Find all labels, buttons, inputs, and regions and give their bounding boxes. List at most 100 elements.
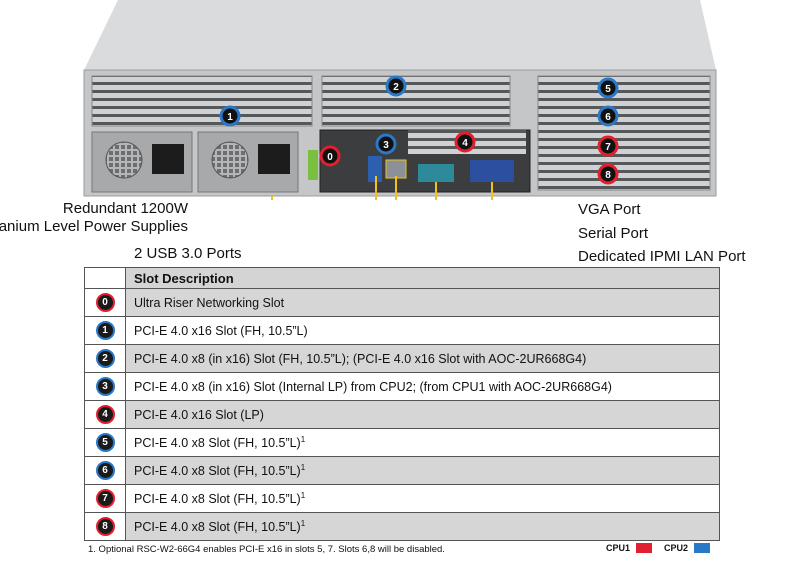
slot-description-text: PCI-E 4.0 x8 (in x16) Slot (Internal LP)… [134,380,612,395]
slot-description-cell: PCI-E 4.0 x8 (in x16) Slot (FH, 10.5”L);… [125,344,720,373]
callout-line-psu [271,196,273,200]
svg-text:3: 3 [383,140,389,151]
svg-text:0: 0 [327,152,333,163]
svg-text:2: 2 [393,82,399,93]
svg-text:4: 4 [462,138,468,149]
footnote-marker: 1 [300,434,306,444]
slot-number-cell: 3 [84,372,126,401]
slot-number-cell: 2 [84,344,126,373]
slot-number-cell: 6 [84,456,126,485]
slot-badge: 1 [95,321,115,340]
chassis-badge-3: 3 [375,133,397,155]
callout-usb: 2 USB 3.0 Ports [134,245,242,262]
serial-port [418,164,454,182]
callout-ipmi: Dedicated IPMI LAN Port [578,248,746,265]
chassis-badge-8: 8 [597,163,619,185]
table-row: 6 PCI-E 4.0 x8 Slot (FH, 10.5”L)1 [84,456,720,485]
slot-description-text: PCI-E 4.0 x8 Slot (FH, 10.5”L) [134,436,301,451]
chassis-badge-4: 4 [454,131,476,153]
table-row: 4 PCI-E 4.0 x16 Slot (LP) [84,400,720,429]
chassis-badge-0: 0 [319,145,341,167]
slot-badge: 2 [95,349,115,368]
table-row: 7 PCI-E 4.0 x8 Slot (FH, 10.5”L)1 [84,484,720,513]
riser-right-grille [537,75,711,191]
callout-psu-line1: Redundant 1200W [62,200,188,217]
slot-badge: 7 [95,489,115,508]
cpu-legend: CPU1 CPU2 [606,543,711,553]
server-chassis-rear-view: 0 1 2 3 4 5 6 7 8 [83,0,717,200]
slot-description-text: Ultra Riser Networking Slot [134,296,285,311]
slot-number-cell: 0 [84,288,126,317]
callout-line-serial [435,182,437,200]
slot-description-cell: PCI-E 4.0 x8 Slot (FH, 10.5”L)1 [125,512,720,541]
chassis-badge-7: 7 [597,135,619,157]
table-row: 1 PCI-E 4.0 x16 Slot (FH, 10.5”L) [84,316,720,345]
table-row: 5 PCI-E 4.0 x8 Slot (FH, 10.5”L)1 [84,428,720,457]
slot-description-table: Slot Description 0 Ultra Riser Networking… [84,267,720,541]
slot-badge: 3 [95,377,115,396]
power-supply-2 [197,131,299,193]
legend-cpu2-label: CPU2 [664,543,689,553]
table-header-slot-description: Slot Description [125,267,720,289]
slot-number-cell: 7 [84,484,126,513]
chassis-lid [84,0,716,70]
svg-text:8: 8 [605,170,611,181]
slot-badge: 8 [95,517,115,536]
usb-ports [368,156,382,182]
footnote-marker: 1 [300,462,306,472]
chassis-badge-5: 5 [597,77,619,99]
svg-text:5: 5 [605,84,611,95]
svg-text:1: 1 [227,112,233,123]
chassis-badge-6: 6 [597,105,619,127]
slot-description-text: PCI-E 4.0 x8 Slot (FH, 10.5”L) [134,520,301,535]
slot-description-text: PCI-E 4.0 x8 Slot (FH, 10.5”L) [134,492,301,507]
slot-number-cell: 5 [84,428,126,457]
slot-badge: 6 [95,461,115,480]
slot-description-text: PCI-E 4.0 x16 Slot (LP) [134,408,264,423]
legend-cpu1-label: CPU1 [606,543,631,553]
chassis-badge-2: 2 [385,75,407,97]
table-header-row: Slot Description [84,267,720,289]
callout-serial: Serial Port [578,225,649,242]
table-row: 3 PCI-E 4.0 x8 (in x16) Slot (Internal LP… [84,372,720,401]
slot-description-cell: PCI-E 4.0 x8 Slot (FH, 10.5”L)1 [125,484,720,513]
table-row: 8 PCI-E 4.0 x8 Slot (FH, 10.5”L)1 [84,512,720,541]
svg-text:7: 7 [605,142,611,153]
callout-line-vga [491,182,493,200]
slot-description-cell: Ultra Riser Networking Slot [125,288,720,317]
power-supply-1 [91,131,193,193]
table-row: 2 PCI-E 4.0 x8 (in x16) Slot (FH, 10.5”L)… [84,344,720,373]
slot-description-cell: PCI-E 4.0 x8 (in x16) Slot (Internal LP)… [125,372,720,401]
slot-description-text: PCI-E 4.0 x8 (in x16) Slot (FH, 10.5”L);… [134,352,587,367]
slot-description-text: PCI-E 4.0 x16 Slot (FH, 10.5”L) [134,324,308,339]
callout-vga: VGA Port [578,201,641,218]
table-header-icon-col [84,267,126,289]
slot-badge: 4 [95,405,115,424]
slot-number-cell: 4 [84,400,126,429]
callout-psu: Redundant 1200W Titanium Level Power Sup… [0,200,188,236]
legend-cpu1-swatch [636,543,653,553]
table-row: 0 Ultra Riser Networking Slot [84,288,720,317]
chassis-badge-1: 1 [219,105,241,127]
footnote: 1. Optional RSC-W2-66G4 enables PCI-E x1… [88,544,445,555]
slot-description-cell: PCI-E 4.0 x16 Slot (FH, 10.5”L) [125,316,720,345]
slot-badge: 0 [95,293,115,312]
svg-text:6: 6 [605,112,611,123]
slot-description-cell: PCI-E 4.0 x8 Slot (FH, 10.5”L)1 [125,456,720,485]
vga-port [470,160,514,182]
slot-description-cell: PCI-E 4.0 x8 Slot (FH, 10.5”L)1 [125,428,720,457]
slot-description-cell: PCI-E 4.0 x16 Slot (LP) [125,400,720,429]
riser-left-grille [91,75,313,127]
slot-number-cell: 1 [84,316,126,345]
slot-number-cell: 8 [84,512,126,541]
riser-center-grille [321,75,511,127]
legend-cpu2-swatch [694,543,711,553]
ipmi-lan-port [385,159,407,179]
green-latch [308,150,318,180]
callout-psu-line2: Titanium Level Power Supplies [0,218,188,235]
footnote-marker: 1 [300,518,306,528]
slot-description-text: PCI-E 4.0 x8 Slot (FH, 10.5”L) [134,464,301,479]
footnote-marker: 1 [300,490,306,500]
slot-badge: 5 [95,433,115,452]
